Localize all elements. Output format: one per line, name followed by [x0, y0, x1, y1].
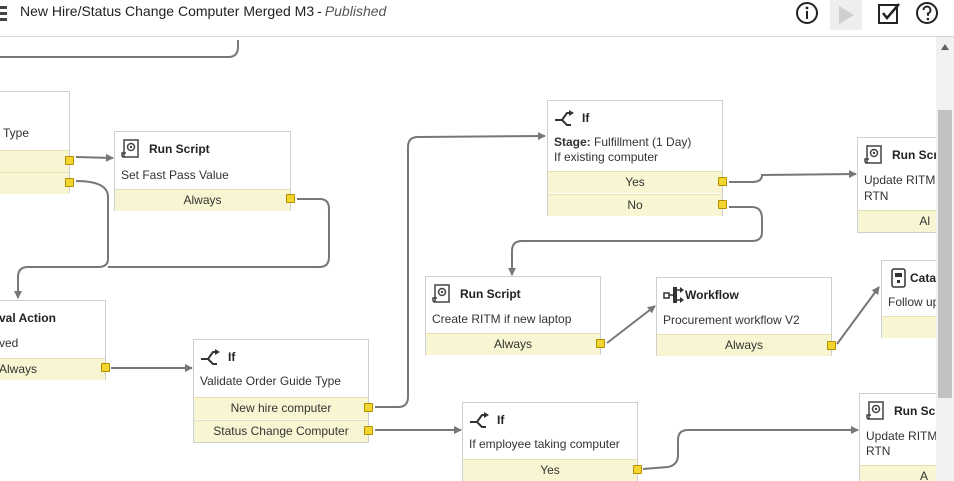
connection-line	[75, 153, 114, 162]
info-icon[interactable]	[794, 0, 820, 26]
title-separator: -	[317, 3, 322, 19]
activity-description: Update RITM	[866, 429, 936, 443]
activity-type: Run Script	[149, 142, 210, 156]
condition-always[interactable]: Always	[657, 334, 831, 356]
connector-port[interactable]	[65, 156, 74, 165]
workflow-title: New Hire/Status Change Computer Merged M…	[20, 3, 386, 19]
connector-port[interactable]	[633, 465, 642, 474]
scroll-up-icon[interactable]	[941, 44, 949, 50]
activity-description: Validate Order Guide Type	[200, 374, 341, 388]
condition-row[interactable]	[882, 316, 936, 338]
activity-description: Create RITM if new laptop	[432, 312, 572, 326]
connector-port[interactable]	[718, 200, 727, 209]
activity-description-line2: RTN	[866, 444, 891, 458]
play-icon[interactable]	[830, 0, 862, 30]
condition-status-change-computer[interactable]: Status Change Computer	[194, 420, 368, 442]
condition-no[interactable]: No	[548, 194, 722, 216]
activity-description: Follow up	[888, 295, 936, 309]
condition-row[interactable]	[0, 150, 74, 172]
condition-always[interactable]: Always	[115, 189, 290, 211]
branch-icon	[201, 349, 220, 365]
publish-status: Published	[324, 3, 387, 19]
activity-type: Workflow	[685, 288, 739, 302]
condition-always[interactable]: Always	[0, 358, 105, 380]
activity-type: If	[497, 413, 505, 427]
activity-type: If	[582, 111, 590, 125]
activity-type: Run Script	[460, 287, 521, 301]
connection-line	[375, 132, 546, 408]
activity-type: Run Scr	[894, 404, 936, 418]
connector-port[interactable]	[101, 363, 110, 372]
workflow-name: New Hire/Status Change Computer Merged M…	[20, 3, 315, 19]
script-icon	[121, 139, 139, 158]
activity-run-script-update-ritm-2[interactable]: Run Scr Update RITM RTN A	[859, 393, 936, 481]
activity-type: val Action	[0, 311, 56, 325]
connector-port[interactable]	[65, 178, 74, 187]
activity-type: Run Scr	[892, 148, 936, 162]
activity-description: If employee taking computer	[469, 437, 620, 451]
connection-line	[14, 180, 109, 299]
activity-if-validate-order-guide[interactable]: If Validate Order Guide Type New hire co…	[193, 339, 373, 443]
vertical-scrollbar[interactable]	[936, 37, 954, 481]
connection-line	[108, 198, 330, 268]
condition-new-hire-computer[interactable]: New hire computer	[194, 397, 368, 419]
script-icon	[864, 145, 882, 164]
menu-icon[interactable]	[0, 6, 7, 24]
branch-icon	[470, 412, 489, 428]
activity-description: Update RITM	[864, 173, 936, 187]
activity-if-existing-computer[interactable]: If Stage: Fulfillment (1 Day) If existin…	[547, 100, 727, 216]
branch-icon	[555, 110, 574, 126]
connector-port[interactable]	[364, 403, 373, 412]
condition-always[interactable]: A	[860, 465, 936, 481]
workflow-header: New Hire/Status Change Computer Merged M…	[0, 0, 954, 37]
activity-description-line2: RTN	[864, 189, 889, 203]
condition-row[interactable]	[0, 172, 74, 194]
activity-run-script-fast-pass[interactable]: Run Script Set Fast Pass Value Always	[114, 131, 295, 211]
activity-description: Procurement workflow V2	[663, 313, 800, 327]
activity-type-partial[interactable]: Type	[0, 91, 74, 194]
condition-yes[interactable]: Yes	[548, 171, 722, 193]
activity-description: Type	[3, 126, 30, 140]
connection-line	[836, 286, 880, 345]
activity-workflow-procurement[interactable]: Workflow Procurement workflow V2 Always	[656, 277, 836, 356]
connector-port[interactable]	[718, 177, 727, 186]
connection-line	[729, 170, 857, 183]
help-icon[interactable]	[914, 0, 940, 26]
connection-line	[0, 40, 239, 58]
script-icon	[432, 284, 450, 303]
activity-description: Set Fast Pass Value	[121, 168, 229, 182]
activity-type: Cata	[910, 271, 936, 285]
activity-description: ved	[0, 336, 19, 350]
activity-catalog-task[interactable]: Cata Follow up	[881, 260, 936, 338]
stage-line: Stage: Fulfillment (1 Day)	[554, 135, 691, 150]
condition-always[interactable]: Always	[426, 333, 600, 355]
connector-port[interactable]	[364, 426, 373, 435]
condition-yes[interactable]: Yes	[463, 459, 637, 481]
checkbox-icon[interactable]	[876, 0, 902, 26]
connector-port[interactable]	[827, 341, 836, 350]
connection-line	[606, 305, 656, 344]
activity-if-employee-taking-computer[interactable]: If If employee taking computer Yes	[462, 402, 642, 481]
activity-run-script-create-ritm[interactable]: Run Script Create RITM if new laptop Alw…	[425, 276, 605, 355]
stage-label: Stage:	[554, 135, 591, 149]
activity-approval-partial[interactable]: val Action ved Always	[0, 300, 110, 380]
connection-lines	[0, 40, 880, 470]
workflow-canvas[interactable]: Type Run Script Set Fast Pass Value Alwa…	[0, 37, 936, 481]
condition-always[interactable]: Al	[858, 210, 936, 232]
stage-value: Fulfillment (1 Day)	[594, 135, 692, 149]
connector-port[interactable]	[286, 194, 295, 203]
activity-type: If	[228, 350, 236, 364]
workflow-icon	[663, 287, 684, 303]
connector-port[interactable]	[596, 339, 605, 348]
activity-run-script-update-ritm[interactable]: Run Scr Update RITM RTN Al	[857, 137, 936, 233]
catalog-task-icon	[891, 268, 906, 288]
connection-line	[642, 426, 859, 470]
connection-line	[508, 206, 763, 276]
scrollbar-thumb[interactable]	[938, 110, 952, 398]
activity-description: If existing computer	[554, 150, 659, 164]
script-icon	[866, 401, 884, 420]
